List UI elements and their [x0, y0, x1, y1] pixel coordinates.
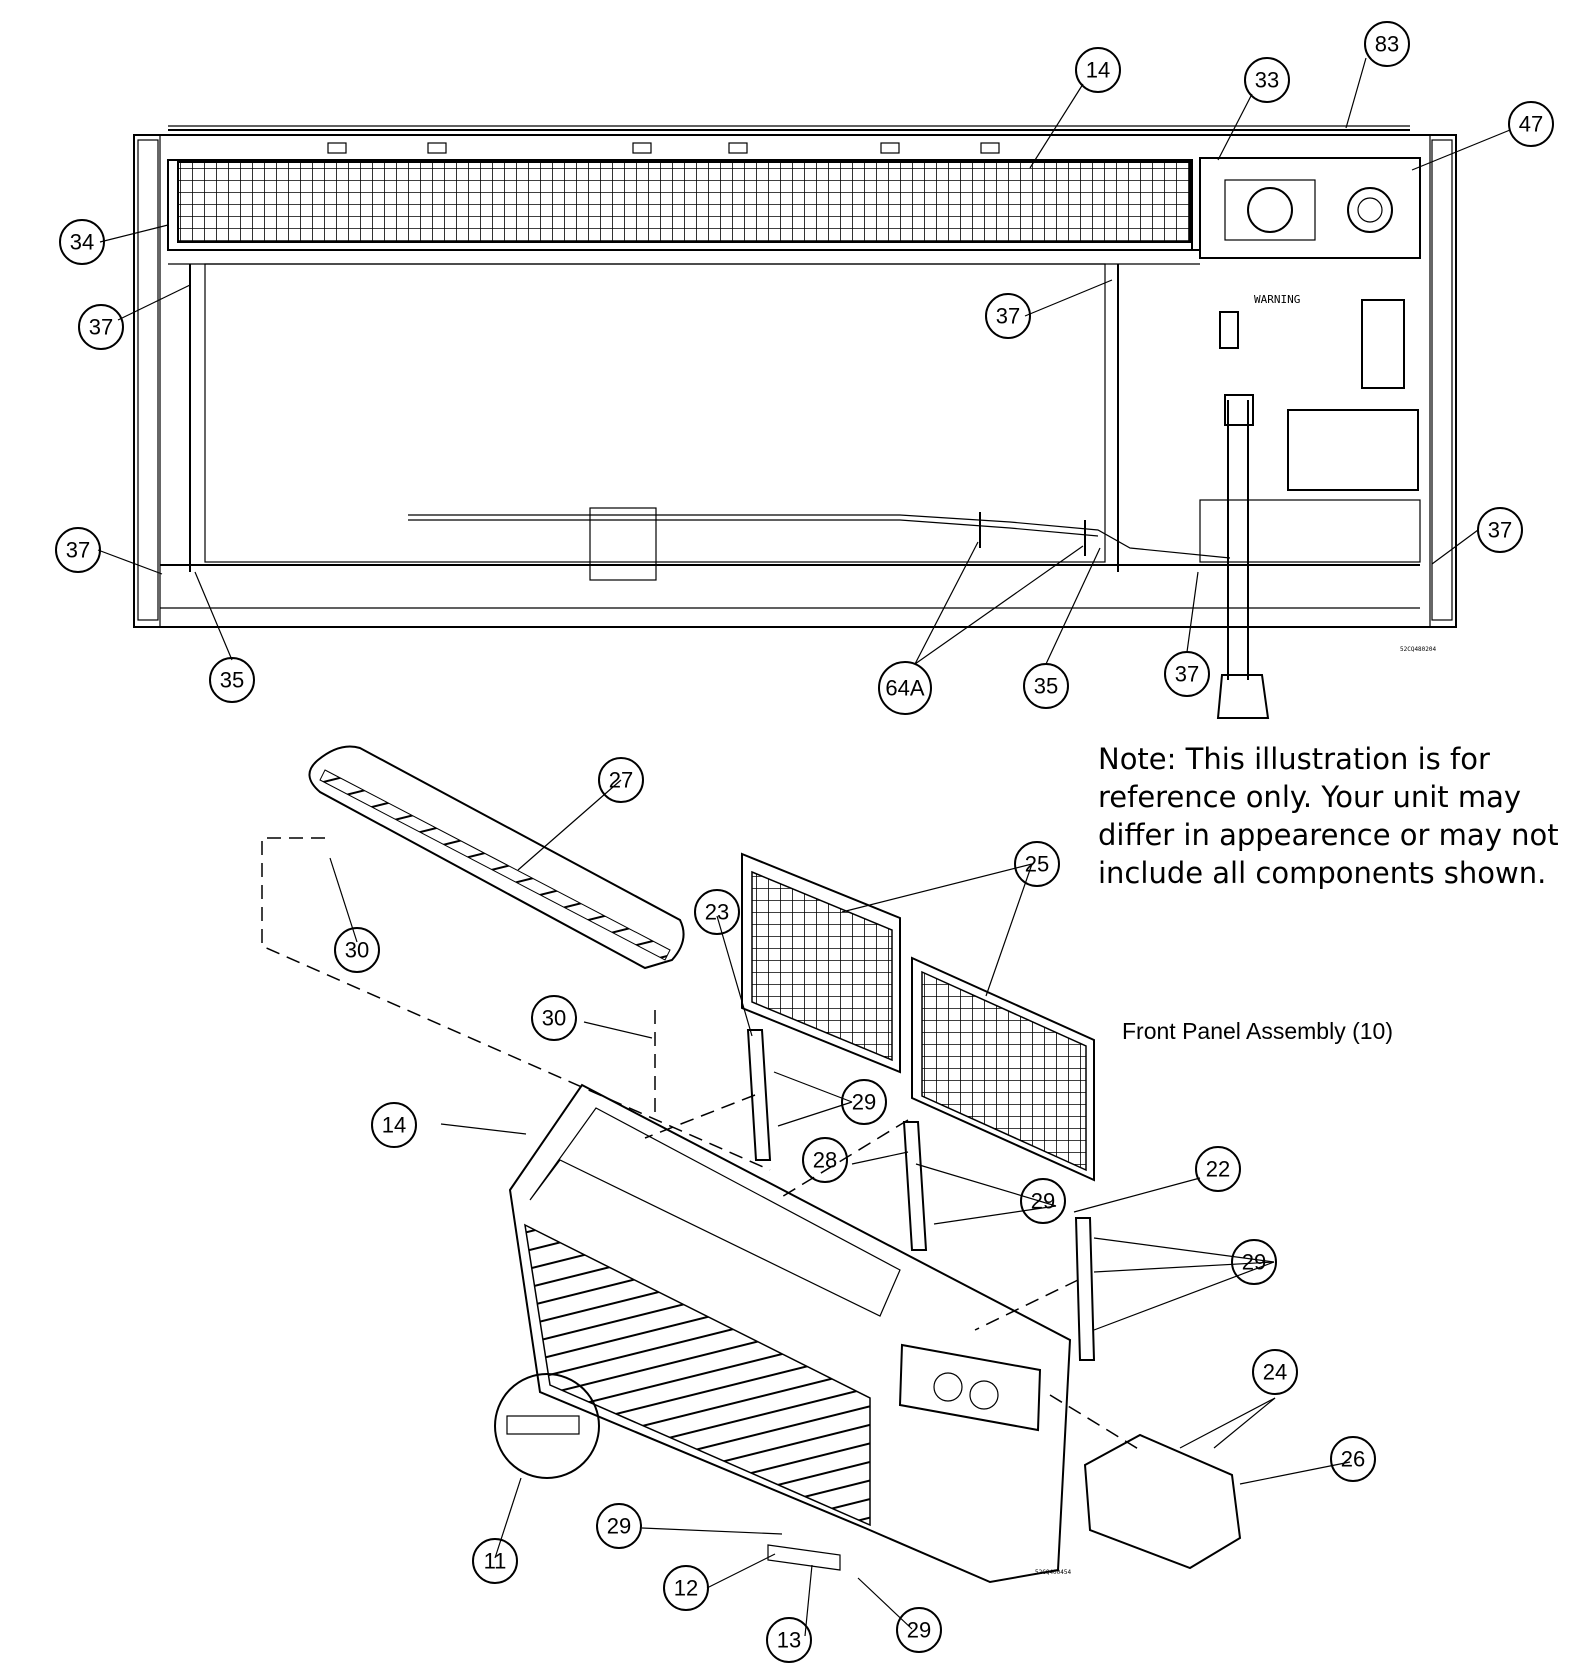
leader-lines [97, 57, 1511, 1637]
callout-14-bottom: 14 [371, 1102, 417, 1148]
svg-text:14: 14 [382, 1113, 406, 1138]
callout-23: 23 [694, 889, 740, 935]
callout-13: 13 [766, 1617, 812, 1663]
svg-text:30: 30 [542, 1006, 566, 1031]
front-panel-exploded-view: 52CQ400454 [261, 745, 1242, 1584]
callout-11: 11 [472, 1538, 518, 1584]
callout-35-b: 35 [1023, 663, 1069, 709]
svg-text:35: 35 [220, 668, 244, 693]
callout-29-a: 29 [841, 1079, 887, 1125]
svg-text:25: 25 [1025, 852, 1049, 877]
svg-text:34: 34 [70, 230, 94, 255]
callout-35-a: 35 [209, 657, 255, 703]
callout-37-d: 37 [1477, 507, 1523, 553]
callout-26: 26 [1330, 1436, 1376, 1482]
callout-37-e: 37 [1164, 651, 1210, 697]
callout-30-a: 30 [334, 927, 380, 973]
callout-25: 25 [1014, 841, 1060, 887]
svg-text:14: 14 [1086, 58, 1110, 83]
svg-text:83: 83 [1375, 32, 1399, 57]
callout-37-a: 37 [78, 304, 124, 350]
svg-text:47: 47 [1519, 112, 1543, 137]
svg-text:29: 29 [852, 1090, 876, 1115]
callout-64a: 64A [878, 661, 932, 715]
callout-29-b: 29 [1020, 1178, 1066, 1224]
svg-text:27: 27 [609, 768, 633, 793]
svg-text:22: 22 [1206, 1157, 1230, 1182]
svg-text:64A: 64A [885, 676, 924, 701]
svg-text:29: 29 [1242, 1250, 1266, 1275]
assembly-label: Front Panel Assembly (10) [1122, 1018, 1394, 1044]
svg-text:24: 24 [1263, 1360, 1287, 1385]
reference-note: Note: This illustration is for reference… [1098, 742, 1559, 890]
callout-29-c: 29 [1231, 1239, 1277, 1285]
callout-33: 33 [1244, 57, 1290, 103]
svg-text:26: 26 [1341, 1447, 1365, 1472]
callout-28: 28 [802, 1137, 848, 1183]
callout-24: 24 [1252, 1349, 1298, 1395]
svg-text:37: 37 [1488, 518, 1512, 543]
callout-14-top: 14 [1075, 47, 1121, 93]
callout-83: 83 [1364, 21, 1410, 67]
svg-text:37: 37 [89, 315, 113, 340]
chassis-top-view: WARNING 52CQ480204 [133, 125, 1457, 719]
svg-text:29: 29 [607, 1514, 631, 1539]
svg-text:35: 35 [1034, 674, 1058, 699]
callout-37-b: 37 [985, 293, 1031, 339]
callout-30-b: 30 [531, 995, 577, 1041]
drawing-code-top: 52CQ480204 [1400, 646, 1437, 653]
callout-29-e: 29 [896, 1607, 942, 1653]
callout-47: 47 [1508, 101, 1554, 147]
svg-text:33: 33 [1255, 68, 1279, 93]
warning-label: WARNING [1254, 293, 1300, 306]
callout-34: 34 [59, 219, 105, 265]
svg-text:11: 11 [484, 1549, 507, 1574]
callout-37-c: 37 [55, 527, 101, 573]
svg-text:28: 28 [813, 1148, 837, 1173]
svg-text:30: 30 [345, 938, 369, 963]
svg-text:29: 29 [907, 1618, 931, 1643]
svg-text:37: 37 [996, 304, 1020, 329]
svg-text:29: 29 [1031, 1189, 1055, 1214]
svg-text:12: 12 [674, 1576, 698, 1601]
callout-27: 27 [598, 757, 644, 803]
svg-text:13: 13 [777, 1628, 801, 1653]
svg-text:37: 37 [1175, 662, 1199, 687]
callout-12: 12 [663, 1565, 709, 1611]
svg-text:37: 37 [66, 538, 90, 563]
drawing-code-bottom: 52CQ400454 [1035, 1569, 1072, 1576]
callout-29-d: 29 [596, 1503, 642, 1549]
svg-text:23: 23 [705, 900, 729, 925]
callout-22: 22 [1195, 1146, 1241, 1192]
